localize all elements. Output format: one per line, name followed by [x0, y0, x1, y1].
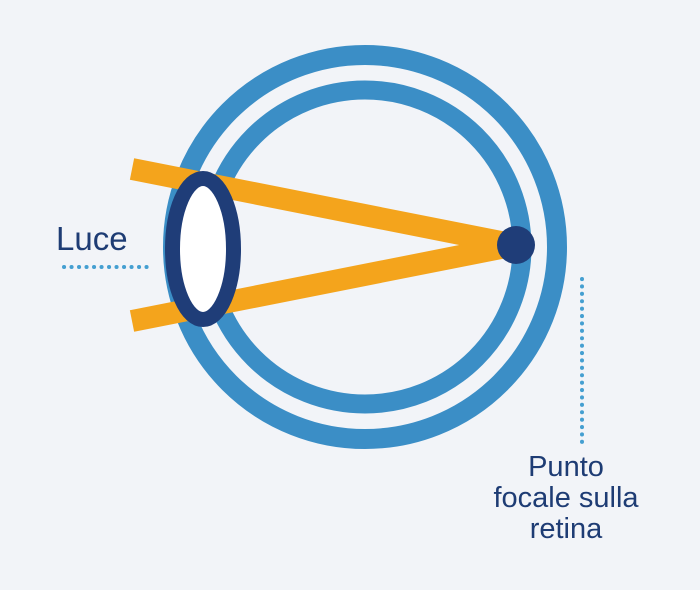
focal-point-label-line1: Punto	[528, 451, 604, 483]
focal-point-label: Punto focale sulla retina	[456, 452, 676, 545]
lens-shape	[165, 171, 241, 327]
focal-point-label-line2: focale sulla	[493, 482, 639, 514]
light-label: Luce	[56, 220, 128, 257]
focal-point-label-line3: retina	[529, 513, 603, 545]
focal-point-dot-shape	[497, 226, 535, 264]
